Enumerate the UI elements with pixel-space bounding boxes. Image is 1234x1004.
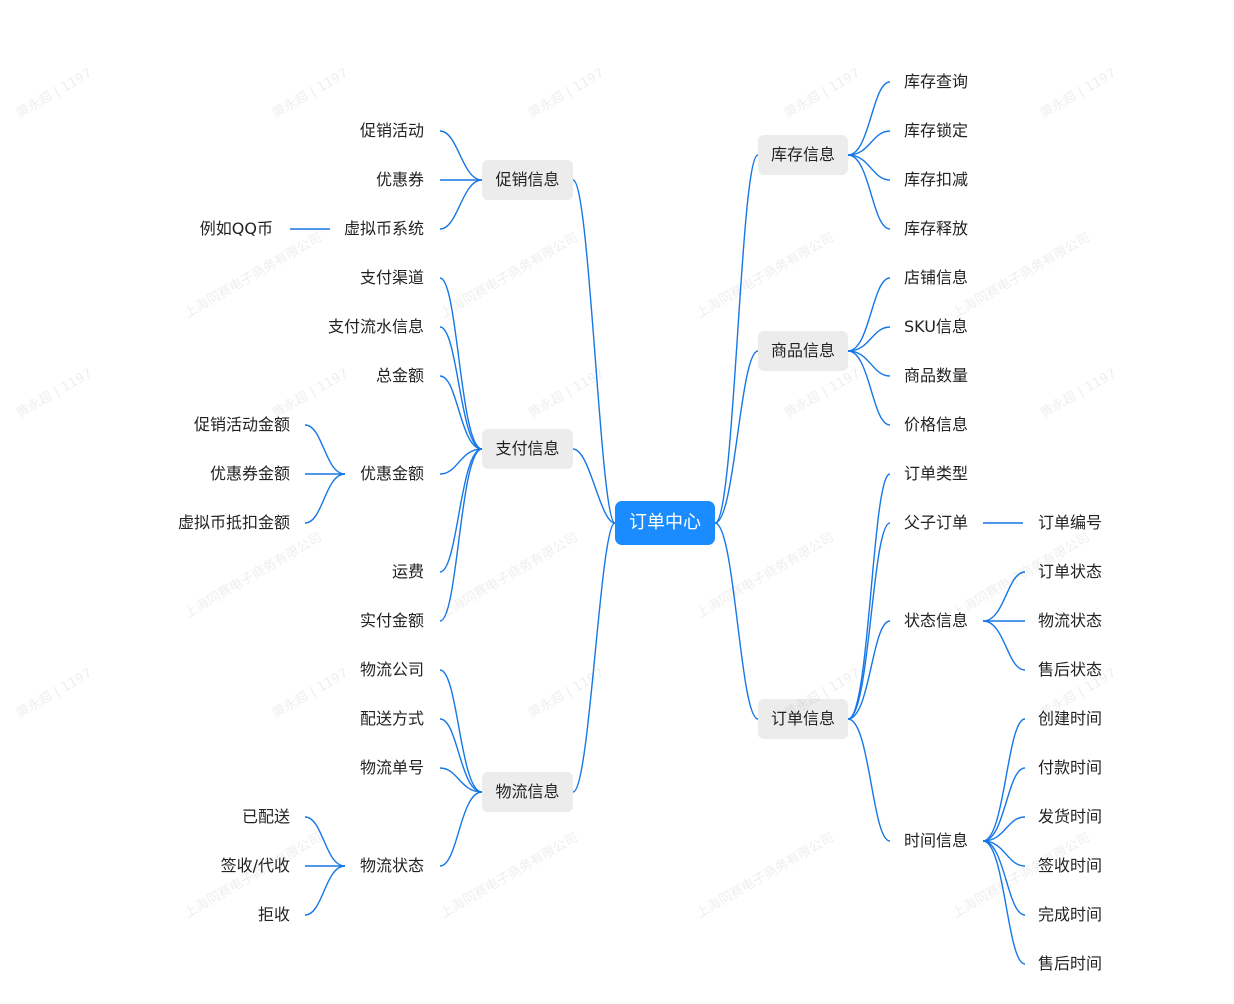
link-stock-query	[847, 81, 891, 156]
leaf-log-company[interactable]: 物流公司	[359, 660, 424, 679]
leaf-pay-channel[interactable]: 支付渠道	[359, 268, 424, 287]
leaf-status-aftersale[interactable]: 售后状态	[1038, 660, 1103, 679]
link-stock-lock	[847, 130, 891, 156]
branch-logistics[interactable]: 物流信息	[482, 772, 573, 812]
leaf-order-status[interactable]: 状态信息	[904, 611, 969, 630]
link-goods-shop	[847, 277, 891, 352]
link-root-stock	[714, 154, 759, 524]
link-order-type	[847, 473, 891, 720]
leaf-log-status[interactable]: 物流状态	[359, 856, 424, 875]
link-pay-actual	[439, 448, 483, 622]
link-goods-price	[847, 350, 891, 426]
leaf-order-parent-child[interactable]: 父子订单	[904, 513, 969, 532]
link-time-complete	[982, 840, 1026, 916]
leaf-discount-activity[interactable]: 促销活动金额	[193, 415, 290, 434]
leaf-time-aftersale[interactable]: 售后时间	[1038, 954, 1103, 973]
leaf-stock-query[interactable]: 库存查询	[904, 72, 969, 91]
leaf-goods-sku[interactable]: SKU信息	[904, 317, 968, 336]
leaf-promo-virtual[interactable]: 虚拟币系统	[343, 219, 424, 238]
link-pay-total	[439, 375, 483, 450]
link-time-pay	[982, 767, 1026, 842]
leaf-time-complete[interactable]: 完成时间	[1038, 905, 1103, 924]
link-log-status	[439, 791, 483, 867]
leaf-pay-total[interactable]: 总金额	[375, 366, 424, 385]
leaf-status-order[interactable]: 订单状态	[1038, 562, 1103, 581]
branch-order[interactable]: 订单信息	[758, 699, 848, 739]
link-root-goods	[714, 350, 759, 524]
link-status-aftersale	[982, 620, 1026, 671]
leaf-pay-actual[interactable]: 实付金额	[359, 611, 424, 630]
branch-promo[interactable]: 促销信息	[482, 160, 573, 200]
link-pay-flow	[439, 326, 483, 450]
branch-goods[interactable]: 商品信息	[758, 331, 848, 371]
link-time-create	[982, 718, 1026, 842]
leaf-discount-coupon[interactable]: 优惠券金额	[209, 464, 290, 483]
leaf-stock-deduct[interactable]: 库存扣减	[904, 170, 969, 189]
link-pay-channel	[439, 277, 483, 450]
branch-pay[interactable]: 支付信息	[482, 429, 573, 469]
link-stock-deduct	[847, 154, 891, 181]
leaf-order-no[interactable]: 订单编号	[1038, 513, 1103, 532]
leaf-virtual-example[interactable]: 例如QQ币	[199, 219, 273, 238]
leaf-time-ship[interactable]: 发货时间	[1038, 807, 1103, 826]
leaf-time-pay[interactable]: 付款时间	[1038, 758, 1103, 777]
leaf-time-create[interactable]: 创建时间	[1038, 709, 1103, 728]
link-stock-release	[847, 154, 891, 230]
link-pay-shipping	[439, 448, 483, 573]
leaf-log-method[interactable]: 配送方式	[359, 709, 424, 728]
link-goods-sku	[847, 326, 891, 352]
leaf-pay-flow[interactable]: 支付流水信息	[327, 317, 424, 336]
link-root-pay	[572, 448, 616, 524]
link-log-number	[439, 767, 483, 793]
leaf-log-number[interactable]: 物流单号	[359, 758, 424, 777]
leaf-pay-discount[interactable]: 优惠金额	[359, 464, 424, 483]
leaf-discount-virtual[interactable]: 虚拟币抵扣金额	[177, 513, 290, 532]
leaf-status-delivered[interactable]: 已配送	[241, 807, 290, 826]
link-promo-virtual	[439, 179, 483, 230]
link-log-method	[439, 718, 483, 793]
leaf-pay-shipping[interactable]: 运费	[391, 562, 424, 581]
root-node[interactable]: 订单中心	[615, 501, 715, 545]
link-time-aftersale	[982, 840, 1026, 965]
link-status-rejected	[304, 865, 346, 916]
leaf-time-sign[interactable]: 签收时间	[1038, 856, 1103, 875]
link-pay-discount	[439, 448, 483, 475]
link-discount-virtual	[304, 473, 346, 524]
link-time-sign	[982, 840, 1026, 867]
leaf-promo-activity[interactable]: 促销活动	[359, 121, 424, 140]
link-discount-activity	[304, 424, 346, 475]
link-order-parent	[847, 522, 891, 720]
link-status-delivered	[304, 816, 346, 867]
branch-stock[interactable]: 库存信息	[758, 135, 848, 175]
leaf-status-rejected[interactable]: 拒收	[257, 905, 290, 924]
leaf-status-signed[interactable]: 签收/代收	[220, 856, 290, 875]
leaf-goods-price[interactable]: 价格信息	[904, 415, 969, 434]
leaf-status-logistics[interactable]: 物流状态	[1038, 611, 1103, 630]
leaf-stock-lock[interactable]: 库存锁定	[904, 121, 969, 140]
leaf-order-type[interactable]: 订单类型	[904, 464, 969, 483]
leaf-stock-release[interactable]: 库存释放	[904, 219, 969, 238]
link-order-status	[847, 620, 891, 720]
leaf-goods-shop[interactable]: 店铺信息	[904, 268, 969, 287]
link-goods-qty	[847, 350, 891, 377]
link-order-time	[847, 718, 891, 842]
leaf-order-time[interactable]: 时间信息	[904, 831, 969, 850]
leaf-goods-quantity[interactable]: 商品数量	[904, 366, 969, 385]
link-promo-activity	[439, 130, 483, 181]
link-status-order	[982, 571, 1026, 622]
link-time-ship	[982, 816, 1026, 842]
link-root-order	[714, 522, 759, 720]
link-log-company	[439, 669, 483, 793]
leaf-promo-coupon[interactable]: 优惠券	[375, 170, 424, 189]
link-root-logistics	[572, 522, 616, 793]
link-root-promo	[572, 179, 616, 524]
